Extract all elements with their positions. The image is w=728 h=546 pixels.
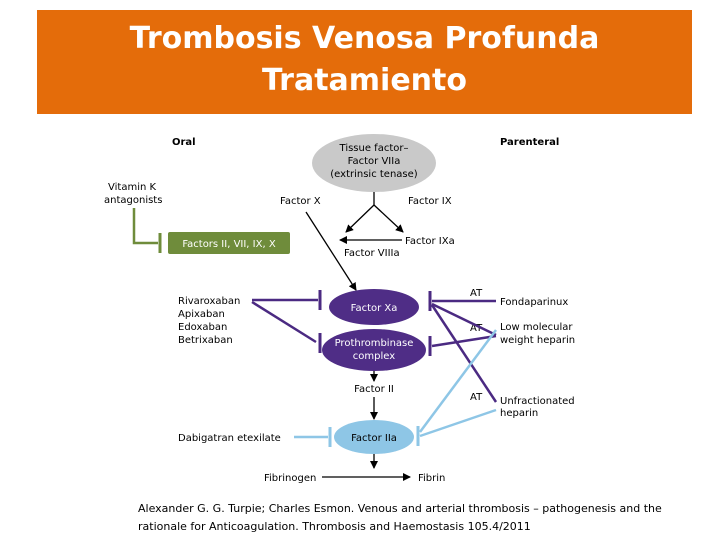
at-label-3: AT	[470, 392, 483, 403]
lmwh-prothrombinase-line	[431, 334, 497, 348]
ufh-iia-line	[419, 408, 497, 438]
lmwh-xa-line	[431, 302, 497, 337]
edoxaban-label: Edoxaban	[178, 322, 227, 333]
edge-tf-to-ixa	[373, 204, 404, 233]
vka-inhibition-line	[132, 208, 158, 245]
title-banner: Trombosis Venosa Profunda Tratamiento	[37, 10, 692, 114]
factor-iia-oval	[334, 420, 414, 454]
rivaroxaban-label: Rivaroxaban	[178, 296, 240, 307]
factor-ixa-label: Factor IXa	[405, 236, 455, 247]
fibrinogen-label: Fibrinogen	[264, 473, 316, 484]
factor-iia-label: Factor IIa	[351, 433, 397, 444]
prothrombinase-inhibitor-line	[251, 300, 317, 344]
at-label-1: AT	[470, 288, 483, 299]
factor-xa-label: Factor Xa	[351, 303, 398, 314]
factor-ii-label: Factor II	[354, 384, 394, 395]
tissue-factor-label-2: Factor VIIa	[348, 156, 401, 167]
at-label-2: AT	[470, 323, 483, 334]
edge-tf-to-xa-left	[345, 204, 375, 233]
factor-viiia-label: Factor VIIIa	[344, 248, 400, 259]
factor-x-label: Factor X	[280, 196, 321, 207]
lmwh-label-2: weight heparin	[500, 335, 575, 346]
factors-vka-label: Factors II, VII, IX, X	[182, 239, 276, 250]
citation: Alexander G. G. Turpie; Charles Esmon. V…	[138, 502, 662, 533]
apixaban-label: Apixaban	[178, 309, 225, 320]
factor-ix-label: Factor IX	[408, 196, 452, 207]
factor-xa-oval	[329, 289, 419, 325]
fibrin-label: Fibrin	[418, 473, 445, 484]
title-line-1: Trombosis Venosa Profunda	[129, 21, 600, 56]
ufh-label-2: heparin	[500, 408, 538, 419]
prothrombinase-oval	[322, 329, 426, 371]
edge-x-to-xa	[305, 211, 357, 291]
tissue-factor-oval	[312, 134, 436, 192]
dabigatran-label: Dabigatran etexilate	[178, 433, 281, 444]
lmwh-label-1: Low molecular	[500, 322, 573, 333]
prothrombinase-label-2: complex	[353, 351, 395, 362]
fondaparinux-label: Fondaparinux	[500, 297, 568, 308]
tissue-factor-label-1: Tissue factor–	[339, 143, 409, 154]
parenteral-header: Parenteral	[500, 137, 559, 148]
vka-label-1: Vitamin K	[108, 182, 156, 193]
oral-header: Oral	[172, 137, 196, 148]
betrixaban-label: Betrixaban	[178, 335, 233, 346]
vka-label-2: antagonists	[104, 195, 162, 206]
ufh-label-1: Unfractionated	[500, 396, 575, 407]
lmwh-iia-line	[418, 329, 498, 433]
factors-vka-box	[168, 232, 290, 254]
prothrombinase-label-1: Prothrombinase	[335, 338, 414, 349]
ufh-xa-line	[430, 304, 498, 403]
title-line-2: Tratamiento	[262, 63, 467, 98]
tissue-factor-label-3: (extrinsic tenase)	[330, 169, 418, 180]
